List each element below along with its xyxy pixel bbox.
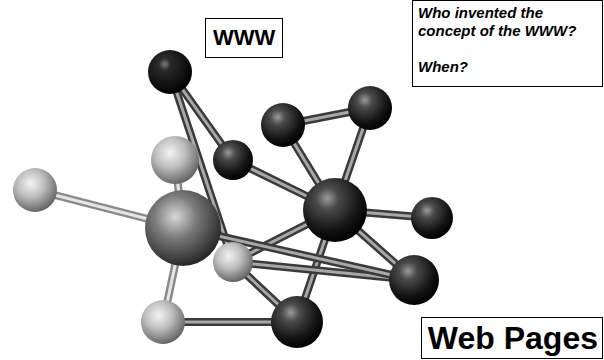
bond-sticks <box>35 72 432 322</box>
atom-ball <box>389 255 439 305</box>
atom-ball <box>151 136 199 184</box>
text-box: Web Pages <box>421 317 603 359</box>
atom-ball <box>141 300 185 344</box>
atom-ball <box>148 50 192 94</box>
atom-ball <box>13 168 57 212</box>
atom-ball <box>348 86 392 130</box>
atom-balls <box>13 50 453 348</box>
atom-ball <box>261 103 305 147</box>
text-box: WWW <box>205 18 283 58</box>
atom-ball <box>213 140 253 180</box>
box-label: WWW <box>213 25 275 51</box>
question-text: When? <box>418 58 596 76</box>
question-text: Who invented the concept of the WWW? <box>418 4 596 40</box>
atom-ball <box>145 190 221 266</box>
atom-ball <box>411 197 453 239</box>
box-label: Web Pages <box>428 320 598 356</box>
atom-ball <box>303 178 367 242</box>
text-box: Who invented the concept of the WWW? When… <box>412 0 603 87</box>
atom-ball <box>213 242 253 282</box>
atom-ball <box>271 296 323 348</box>
